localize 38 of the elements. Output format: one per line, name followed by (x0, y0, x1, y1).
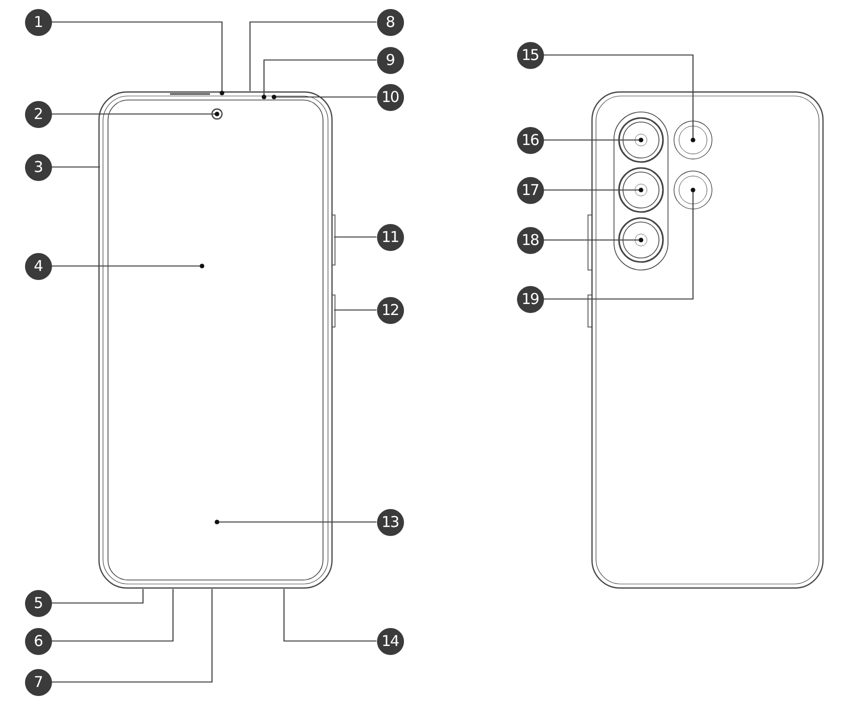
callout-number: 3 (24, 154, 52, 180)
callout-number: 15 (516, 42, 544, 68)
callout-number: 9 (376, 46, 404, 74)
callout-number: 10 (376, 84, 404, 110)
leader-line (249, 21, 376, 91)
leader-line (214, 520, 376, 524)
leader-line (334, 309, 376, 311)
callout-number: 16 (516, 126, 544, 154)
callout-number: 8 (376, 8, 404, 36)
leader-line (544, 138, 644, 142)
callout-number: 7 (24, 668, 52, 696)
leader-line (544, 238, 644, 242)
leader-line (52, 112, 220, 116)
callout-number: 12 (376, 296, 404, 324)
leader-line (544, 188, 644, 192)
leader-line (262, 59, 376, 100)
callout-number: 18 (516, 226, 544, 254)
callout-number: 4 (24, 252, 52, 280)
callout-number: 11 (376, 224, 404, 250)
callout-number: 2 (24, 100, 52, 128)
leader-line (52, 21, 224, 96)
leader-line (334, 236, 376, 238)
callout-number: 17 (516, 176, 544, 204)
leader-line (283, 589, 376, 642)
callout-number: 19 (516, 286, 544, 312)
leader-line (52, 589, 213, 683)
callout-number: 13 (376, 508, 404, 536)
callout-number: 14 (376, 628, 404, 654)
leader-line (52, 166, 100, 168)
leader-line (52, 589, 174, 642)
leader-line (52, 589, 144, 604)
leader-line (544, 54, 696, 142)
leader-line (544, 188, 696, 300)
callout-number: 6 (24, 628, 52, 654)
callout-number: 1 (24, 8, 52, 36)
leader-line (272, 94, 376, 100)
leader-line (52, 264, 204, 268)
callout-number: 5 (24, 590, 52, 616)
